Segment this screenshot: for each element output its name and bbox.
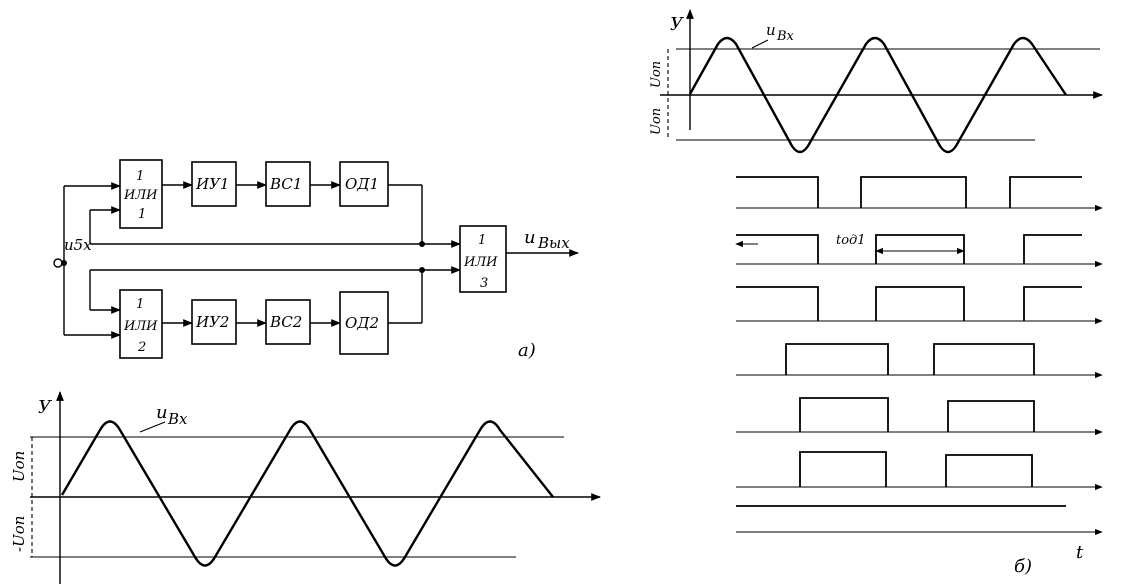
u-label-left: u — [156, 402, 168, 423]
input-waveform-left: У Uon -Uon u Bx — [10, 391, 601, 584]
pos-threshold-label-left: Uon — [10, 451, 28, 482]
bc2-block — [265, 299, 311, 345]
y-axis-label-right: У — [670, 14, 685, 35]
or1-block — [119, 159, 163, 229]
svg-text:3: 3 — [480, 276, 488, 291]
trace-4 — [736, 343, 1103, 379]
svg-text:ИУ2: ИУ2 — [195, 313, 229, 331]
neg-threshold-label-left: -Uon — [10, 516, 28, 552]
timing-diagram: У Uon Uon u Bx tод1 — [649, 9, 1103, 577]
input-label: u5x — [64, 236, 92, 254]
caption-a: a) — [518, 340, 536, 361]
or3-block — [459, 225, 507, 293]
od2-block — [339, 291, 389, 355]
svg-text:1: 1 — [138, 207, 146, 222]
svg-text:BC1: BC1 — [269, 175, 302, 193]
u-label-right: u — [766, 21, 776, 39]
svg-text:BC2: BC2 — [269, 313, 302, 331]
svg-text:ИЛИ: ИЛИ — [463, 255, 498, 270]
t-axis-label: t — [1076, 542, 1084, 563]
svg-text:1: 1 — [136, 297, 144, 312]
trace-2: tод1 — [735, 233, 1103, 268]
trace-5 — [736, 397, 1103, 436]
output-label-u: u — [524, 227, 536, 248]
svg-text:1: 1 — [478, 233, 486, 248]
bc1-block — [265, 161, 311, 207]
svg-text:ИЛИ: ИЛИ — [123, 188, 158, 203]
output-label-sub: Bыx — [537, 234, 570, 252]
pulse-duration-label: tод1 — [836, 233, 866, 248]
caption-b: б) — [1014, 556, 1032, 577]
neg-threshold-label-right: Uon — [649, 108, 664, 135]
iu1-block — [191, 161, 237, 207]
svg-text:OД2: OД2 — [345, 314, 379, 332]
block-diagram: u5x 1 ИЛИ 1 ИУ1 BC1 OД1 1 ИЛИ 2 — [53, 159, 579, 361]
y-axis-label-left: У — [38, 397, 53, 418]
u-sub-right: Bx — [776, 29, 795, 44]
svg-text:ИУ1: ИУ1 — [195, 175, 229, 193]
trace-1 — [736, 176, 1103, 212]
input-terminal — [53, 258, 63, 268]
svg-text:ИЛИ: ИЛИ — [123, 319, 158, 334]
or2-block — [119, 289, 163, 359]
svg-text:OД1: OД1 — [345, 175, 379, 193]
triangle-wave-left — [60, 420, 554, 567]
iu2-block — [191, 299, 237, 345]
triangle-wave-right — [688, 36, 1067, 154]
trace-3 — [736, 286, 1103, 325]
trace-6 — [736, 451, 1103, 491]
od1-block — [339, 161, 389, 207]
pos-threshold-label-right: Uon — [649, 61, 664, 88]
svg-text:1: 1 — [136, 169, 144, 184]
svg-text:2: 2 — [137, 340, 146, 355]
u-sub-left: Bx — [167, 410, 188, 428]
